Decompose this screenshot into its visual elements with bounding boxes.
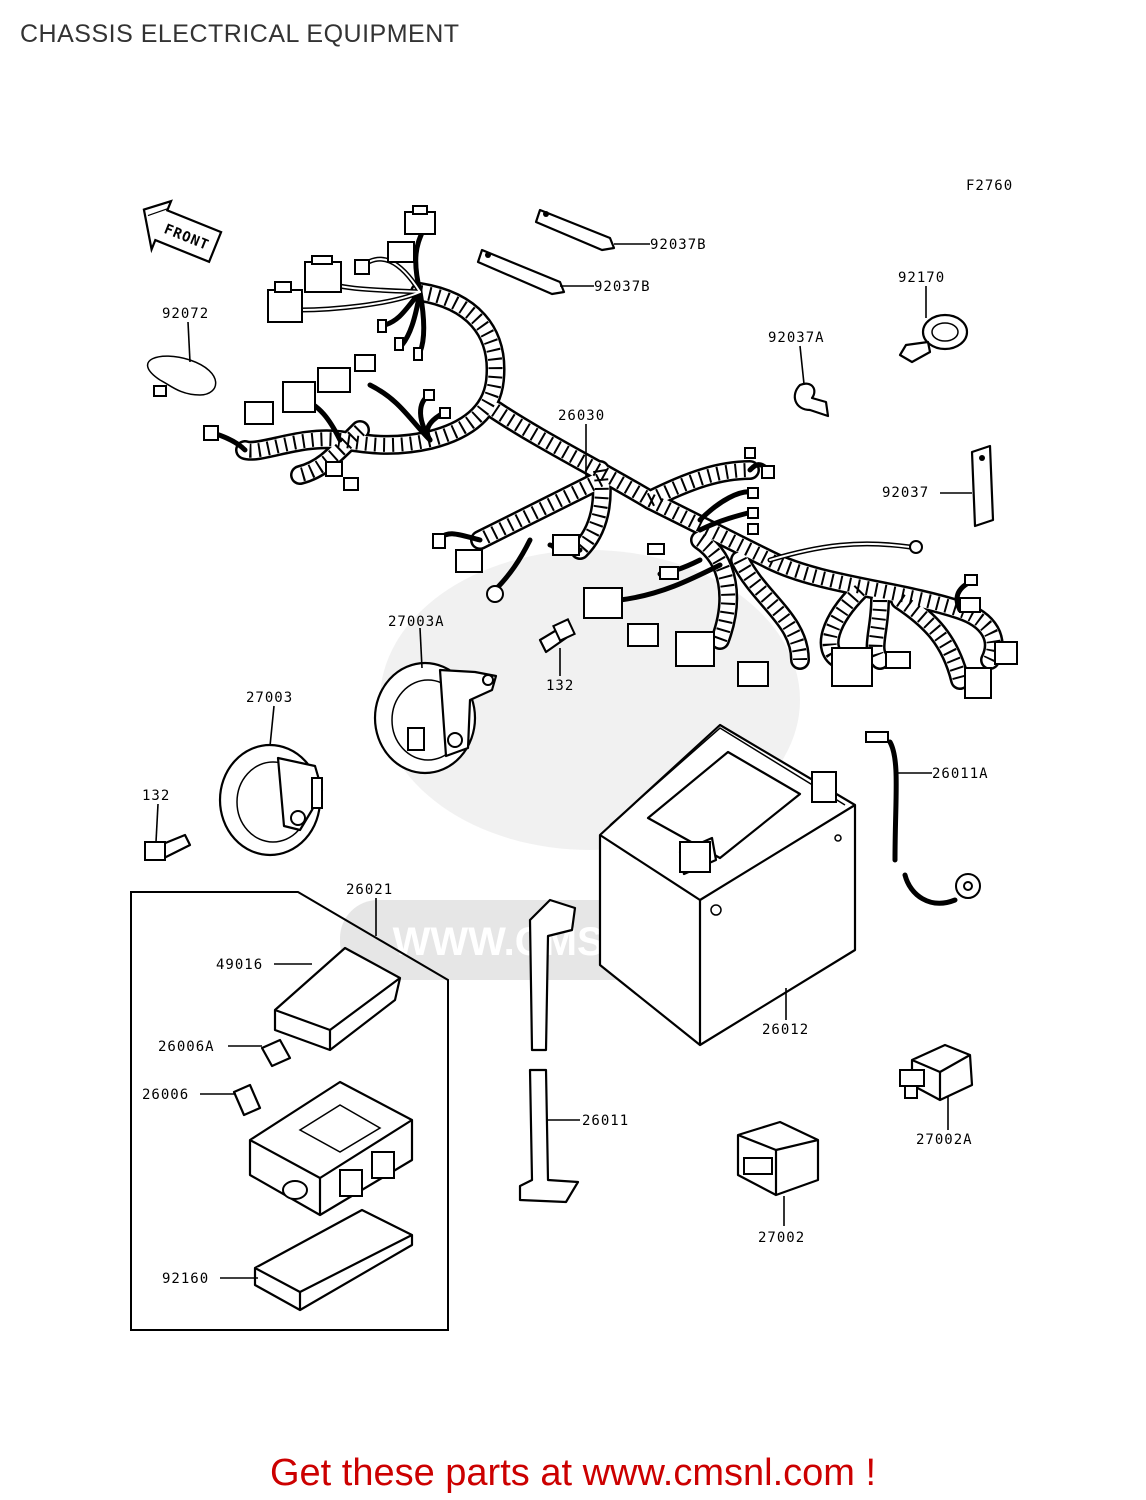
callout-27002a: 27002A	[916, 1132, 973, 1148]
clamp-92170	[898, 313, 969, 364]
relay-27002	[736, 1120, 820, 1197]
callout-27003: 27003	[246, 690, 293, 706]
fuse-26006a	[260, 1038, 292, 1068]
callout-92072: 92072	[162, 306, 209, 322]
callout-26021: 26021	[346, 882, 393, 898]
bolt-132-lower	[144, 833, 192, 861]
relay-27002a	[899, 1043, 974, 1102]
callout-26006: 26006	[142, 1087, 189, 1103]
fuse-box-cover-92160	[253, 1208, 414, 1312]
cable-tie-92037b-upper	[534, 208, 616, 252]
cable-tie-92037b-lower	[476, 248, 566, 296]
callout-92037b-lower: 92037B	[594, 279, 651, 295]
fuse-26006	[232, 1083, 262, 1117]
battery-cable-26011	[518, 898, 580, 1204]
callout-92037: 92037	[882, 485, 929, 501]
strap-92037	[970, 444, 995, 528]
page-title: CHASSIS ELECTRICAL EQUIPMENT	[20, 20, 460, 48]
fuse-cover-49016	[273, 946, 402, 1052]
callout-132-lower: 132	[142, 788, 170, 804]
fuse-box	[248, 1080, 414, 1217]
callouts: 92037B 92037B 92072 92170 92037A 26030 9…	[142, 237, 989, 1287]
battery-cable-26011a	[865, 731, 981, 906]
wiring-harness-26030	[203, 205, 1018, 699]
bolt-132-upper	[538, 618, 576, 654]
front-arrow-icon: FRONT	[142, 199, 223, 264]
callout-26011a: 26011A	[932, 766, 989, 782]
callout-49016: 49016	[216, 957, 263, 973]
callout-26006a: 26006A	[158, 1039, 215, 1055]
callout-26011: 26011	[582, 1113, 629, 1129]
callout-132-upper: 132	[546, 678, 574, 694]
fuse-box-group-frame	[130, 891, 449, 1331]
callout-27002: 27002	[758, 1230, 805, 1246]
horn-27003a	[373, 661, 498, 775]
callout-27003a: 27003A	[388, 614, 445, 630]
band-92072	[146, 355, 217, 397]
footer-promo-link[interactable]: Get these parts at www.cmsnl.com !	[269, 1452, 877, 1494]
figure-code: F2760	[966, 178, 1013, 194]
horn-27003	[218, 743, 324, 857]
callout-92170: 92170	[898, 270, 945, 286]
callout-26030: 26030	[558, 408, 605, 424]
battery-26012	[598, 723, 857, 1047]
callout-92160: 92160	[162, 1271, 209, 1287]
callout-92037a: 92037A	[768, 330, 825, 346]
callout-92037b-upper: 92037B	[650, 237, 707, 253]
clip-92037a	[793, 382, 830, 418]
callout-26012: 26012	[762, 1022, 809, 1038]
